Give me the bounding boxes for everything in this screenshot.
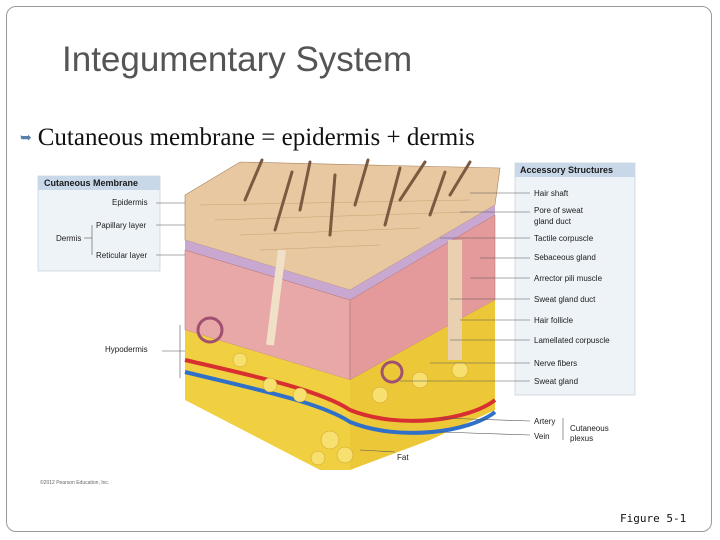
nerve-fibers-label: Nerve fibers: [534, 359, 577, 368]
pore-label: Pore of sweat: [534, 206, 584, 215]
pore-label-2: gland duct: [534, 217, 572, 226]
cutaneous-plexus-label: Cutaneous: [570, 424, 609, 433]
slide-title: Integumentary System: [62, 40, 413, 79]
sweat-gland-duct-label: Sweat gland duct: [534, 295, 596, 304]
fat-label: Fat: [397, 453, 409, 462]
cutaneous-plexus-label-2: plexus: [570, 434, 593, 443]
papillary-layer-label: Papillary layer: [96, 221, 147, 230]
artery-label: Artery: [534, 417, 555, 426]
arrector-pili-label: Arrector pili muscle: [534, 274, 603, 283]
hypodermis-label: Hypodermis: [105, 345, 148, 354]
tactile-corpuscle-label: Tactile corpuscle: [534, 234, 594, 243]
sweat-gland-label: Sweat gland: [534, 377, 578, 386]
dermis-label: Dermis: [56, 234, 81, 243]
figure-caption: Figure 5-1: [620, 512, 687, 525]
bullet-arrow-icon: ➥: [20, 130, 32, 146]
bullet-text: Cutaneous membrane = epidermis + dermis: [37, 124, 475, 151]
cutaneous-membrane-panel: Cutaneous Membrane Epidermis Papillary l…: [37, 175, 161, 272]
vein-label: Vein: [534, 432, 550, 441]
reticular-layer-label: Reticular layer: [96, 251, 147, 260]
copyright-text: ©2012 Pearson Education, Inc.: [40, 480, 110, 486]
cutaneous-membrane-header: Cutaneous Membrane: [44, 178, 138, 188]
lamellated-corpuscle-label: Lamellated corpuscle: [534, 336, 610, 345]
epidermis-label: Epidermis: [112, 198, 148, 207]
skin-block: [184, 158, 501, 470]
accessory-structures-panel: Accessory Structures Hair shaft Pore of …: [514, 162, 636, 396]
hair-shaft-label: Hair shaft: [534, 189, 569, 198]
hair-follicle-label: Hair follicle: [534, 316, 574, 325]
slide-frame: [6, 6, 712, 532]
bullet-item: ➥ Cutaneous membrane = epidermis + dermi…: [20, 124, 475, 152]
accessory-structures-header: Accessory Structures: [520, 165, 613, 175]
sebaceous-gland-label: Sebaceous gland: [534, 253, 596, 262]
